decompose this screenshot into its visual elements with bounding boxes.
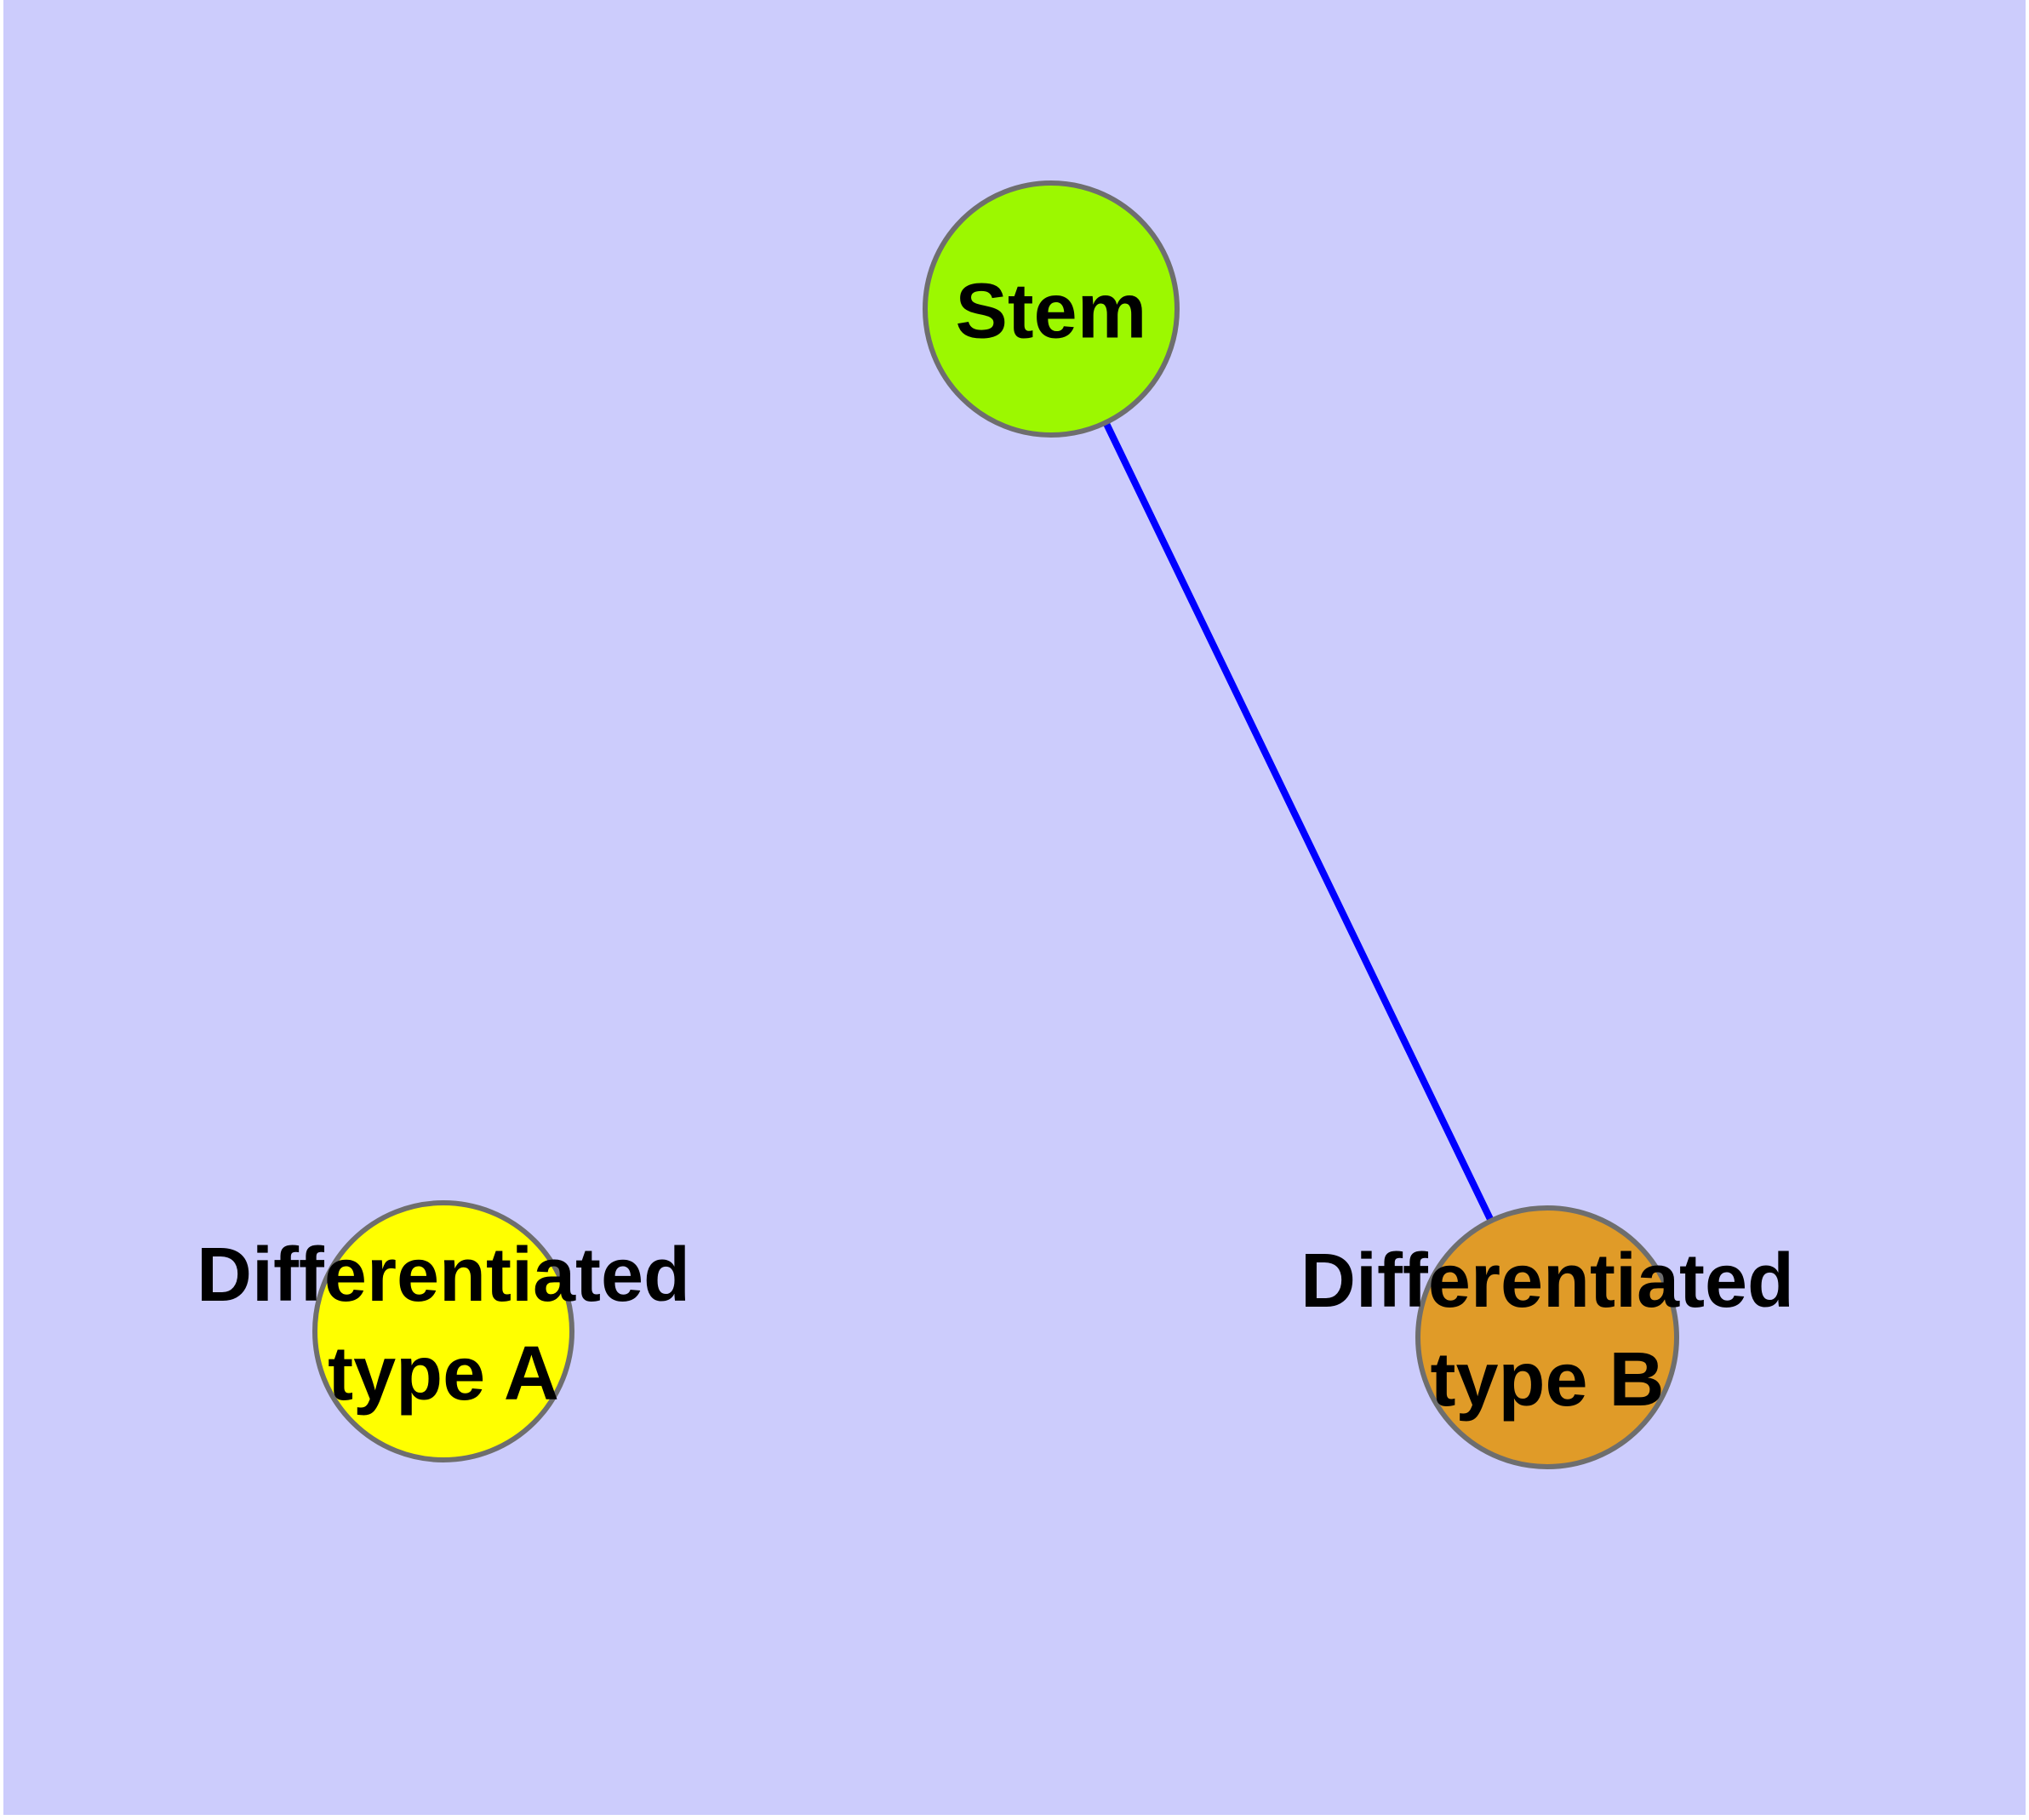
node-differentiated-type-b-label-line1: Differentiated — [1300, 1239, 1794, 1324]
node-differentiated-type-a-circle[interactable] — [312, 1200, 574, 1462]
edge-layer — [1048, 307, 1551, 1339]
label-layer: Stem Differentiated type A Differentiate… — [197, 267, 1794, 1422]
diagram-plot-area: Stem Differentiated type A Differentiate… — [3, 0, 2026, 1815]
node-stem[interactable] — [923, 180, 1180, 438]
node-differentiated-type-b-label-line2: type B — [1430, 1337, 1664, 1422]
node-differentiated-type-b[interactable] — [1415, 1205, 1679, 1469]
node-stem-circle[interactable] — [923, 180, 1180, 438]
node-differentiated-type-a-label-line2: type A — [328, 1331, 559, 1417]
node-differentiated-type-b-circle[interactable] — [1415, 1205, 1679, 1469]
node-differentiated-type-a[interactable] — [312, 1200, 574, 1462]
node-layer — [312, 180, 1679, 1469]
cell-differentiation-graph: Stem Differentiated type A Differentiate… — [197, 180, 1794, 1469]
node-stem-label: Stem — [956, 267, 1147, 354]
edge-stem-to-differentiated-type-b[interactable] — [1048, 307, 1551, 1339]
node-differentiated-type-a-label-line1: Differentiated — [197, 1233, 690, 1318]
